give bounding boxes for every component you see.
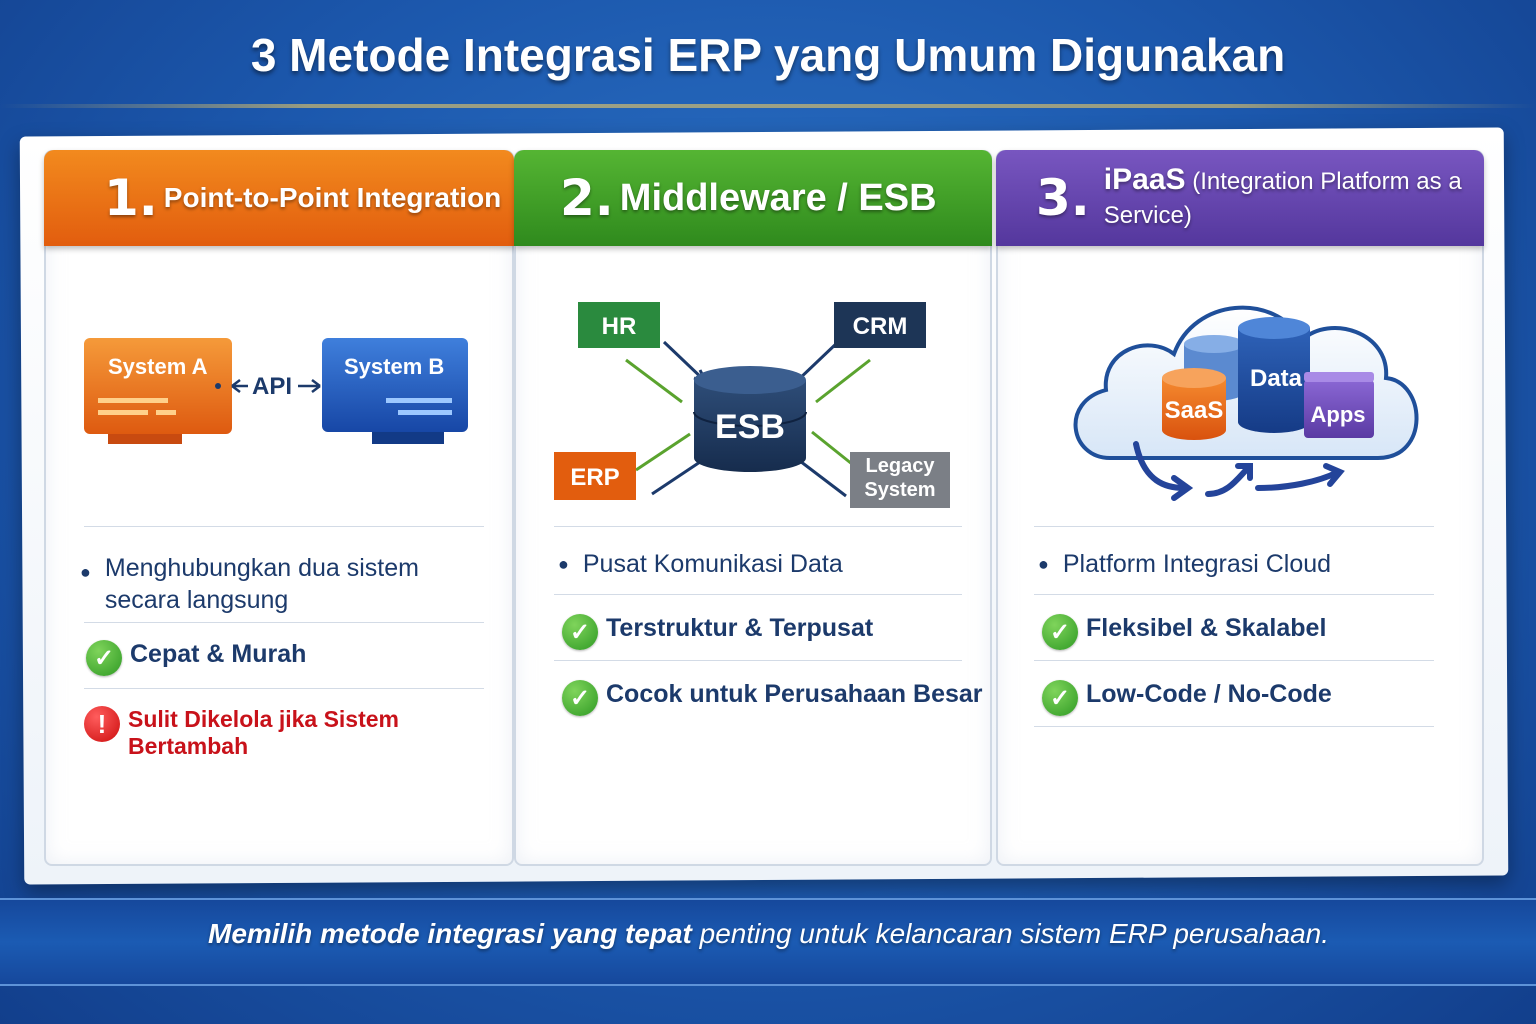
method-title: Middleware / ESB — [619, 176, 937, 219]
divider — [1034, 726, 1434, 727]
check-icon: ✓ — [1042, 680, 1078, 716]
bullet-icon: ● — [558, 554, 569, 574]
divider — [84, 622, 484, 623]
arrow-icon — [1133, 441, 1345, 501]
apps-box: Apps — [1304, 372, 1374, 438]
saas-database: SaaS — [1162, 368, 1226, 440]
api-label: API — [252, 373, 292, 400]
divider — [84, 688, 484, 689]
method-description: ● Platform Integrasi Cloud — [1038, 550, 1332, 578]
method-title: Point-to-Point Integration — [163, 182, 502, 213]
pro-item: ✓ Low-Code / No-Code — [1042, 680, 1332, 716]
divider — [1034, 594, 1434, 595]
pro-item: ✓ Cepat & Murah — [86, 640, 306, 676]
pro-item: ✓ Fleksibel & Skalabel — [1042, 614, 1326, 650]
esb-label: ESB — [715, 408, 785, 446]
pro-item: ✓ Cocok untuk Perusahaan Besar — [562, 680, 983, 716]
con-item: ! Sulit Dikelola jika Sistem Bertambah — [84, 706, 512, 760]
esb-diagram: ESB HR CRM ERP Legacy System — [554, 302, 950, 508]
esb-hub: ESB — [693, 366, 807, 472]
check-icon: ✓ — [1042, 614, 1078, 650]
data-database: Data — [1238, 317, 1310, 433]
svg-text:SaaS: SaaS — [1165, 397, 1224, 424]
method-number: 3. — [1036, 169, 1090, 227]
bullet-icon: ● — [80, 562, 91, 582]
ipaas-diagram: Data Apps SaaS — [1073, 305, 1419, 501]
title-divider — [0, 104, 1536, 108]
system-a-label: System A — [108, 354, 208, 379]
svg-text:Data: Data — [1250, 365, 1303, 392]
method-header: 3. iPaaS (Integration Platform as a Serv… — [996, 150, 1484, 246]
divider — [84, 526, 484, 527]
divider — [1034, 660, 1434, 661]
method-card-middleware-esb: 2. Middleware / ESB ESB HR — [514, 150, 992, 866]
check-icon: ✓ — [562, 680, 598, 716]
svg-text:ERP: ERP — [570, 464, 619, 491]
system-b-label: System B — [344, 354, 444, 379]
divider — [554, 660, 962, 661]
method-card-point-to-point: 1. Point-to-Point Integration System A S… — [44, 150, 514, 866]
pro-item: ✓ Terstruktur & Terpusat — [562, 614, 873, 650]
bullet-icon: ● — [1038, 554, 1049, 574]
method-header: 1. Point-to-Point Integration — [44, 150, 514, 246]
node-legacy-system: Legacy System — [850, 452, 950, 508]
node-hr: HR — [578, 302, 660, 348]
method-number: 2. — [560, 169, 614, 227]
method-description: ● Pusat Komunikasi Data — [558, 550, 843, 578]
method-description: ● Menghubungkan dua sistem secara langsu… — [80, 554, 419, 614]
svg-text:HR: HR — [602, 313, 637, 340]
system-a-box: System A — [84, 338, 232, 444]
method-card-ipaas: 3. iPaaS (Integration Platform as a Serv… — [996, 150, 1484, 866]
footer-banner — [0, 898, 1536, 986]
node-crm: CRM — [834, 302, 926, 348]
svg-text:CRM: CRM — [853, 313, 908, 340]
method-title: iPaaS (Integration Platform as a Service… — [1103, 163, 1462, 229]
node-erp: ERP — [554, 452, 636, 500]
footer-text: Memilih metode integrasi yang tepat pent… — [208, 918, 1329, 949]
point-to-point-diagram: System A System B API — [84, 338, 468, 444]
divider — [554, 526, 962, 527]
divider — [554, 594, 962, 595]
method-number: 1. — [104, 169, 158, 227]
divider — [1034, 526, 1434, 527]
check-icon: ✓ — [562, 614, 598, 650]
page-title: 3 Metode Integrasi ERP yang Umum Digunak… — [250, 29, 1286, 81]
method-header: 2. Middleware / ESB — [514, 150, 992, 246]
warning-icon: ! — [84, 706, 120, 742]
check-icon: ✓ — [86, 640, 122, 676]
svg-text:Apps: Apps — [1311, 402, 1366, 427]
system-b-box: System B — [322, 338, 468, 444]
api-link: API — [215, 373, 321, 400]
